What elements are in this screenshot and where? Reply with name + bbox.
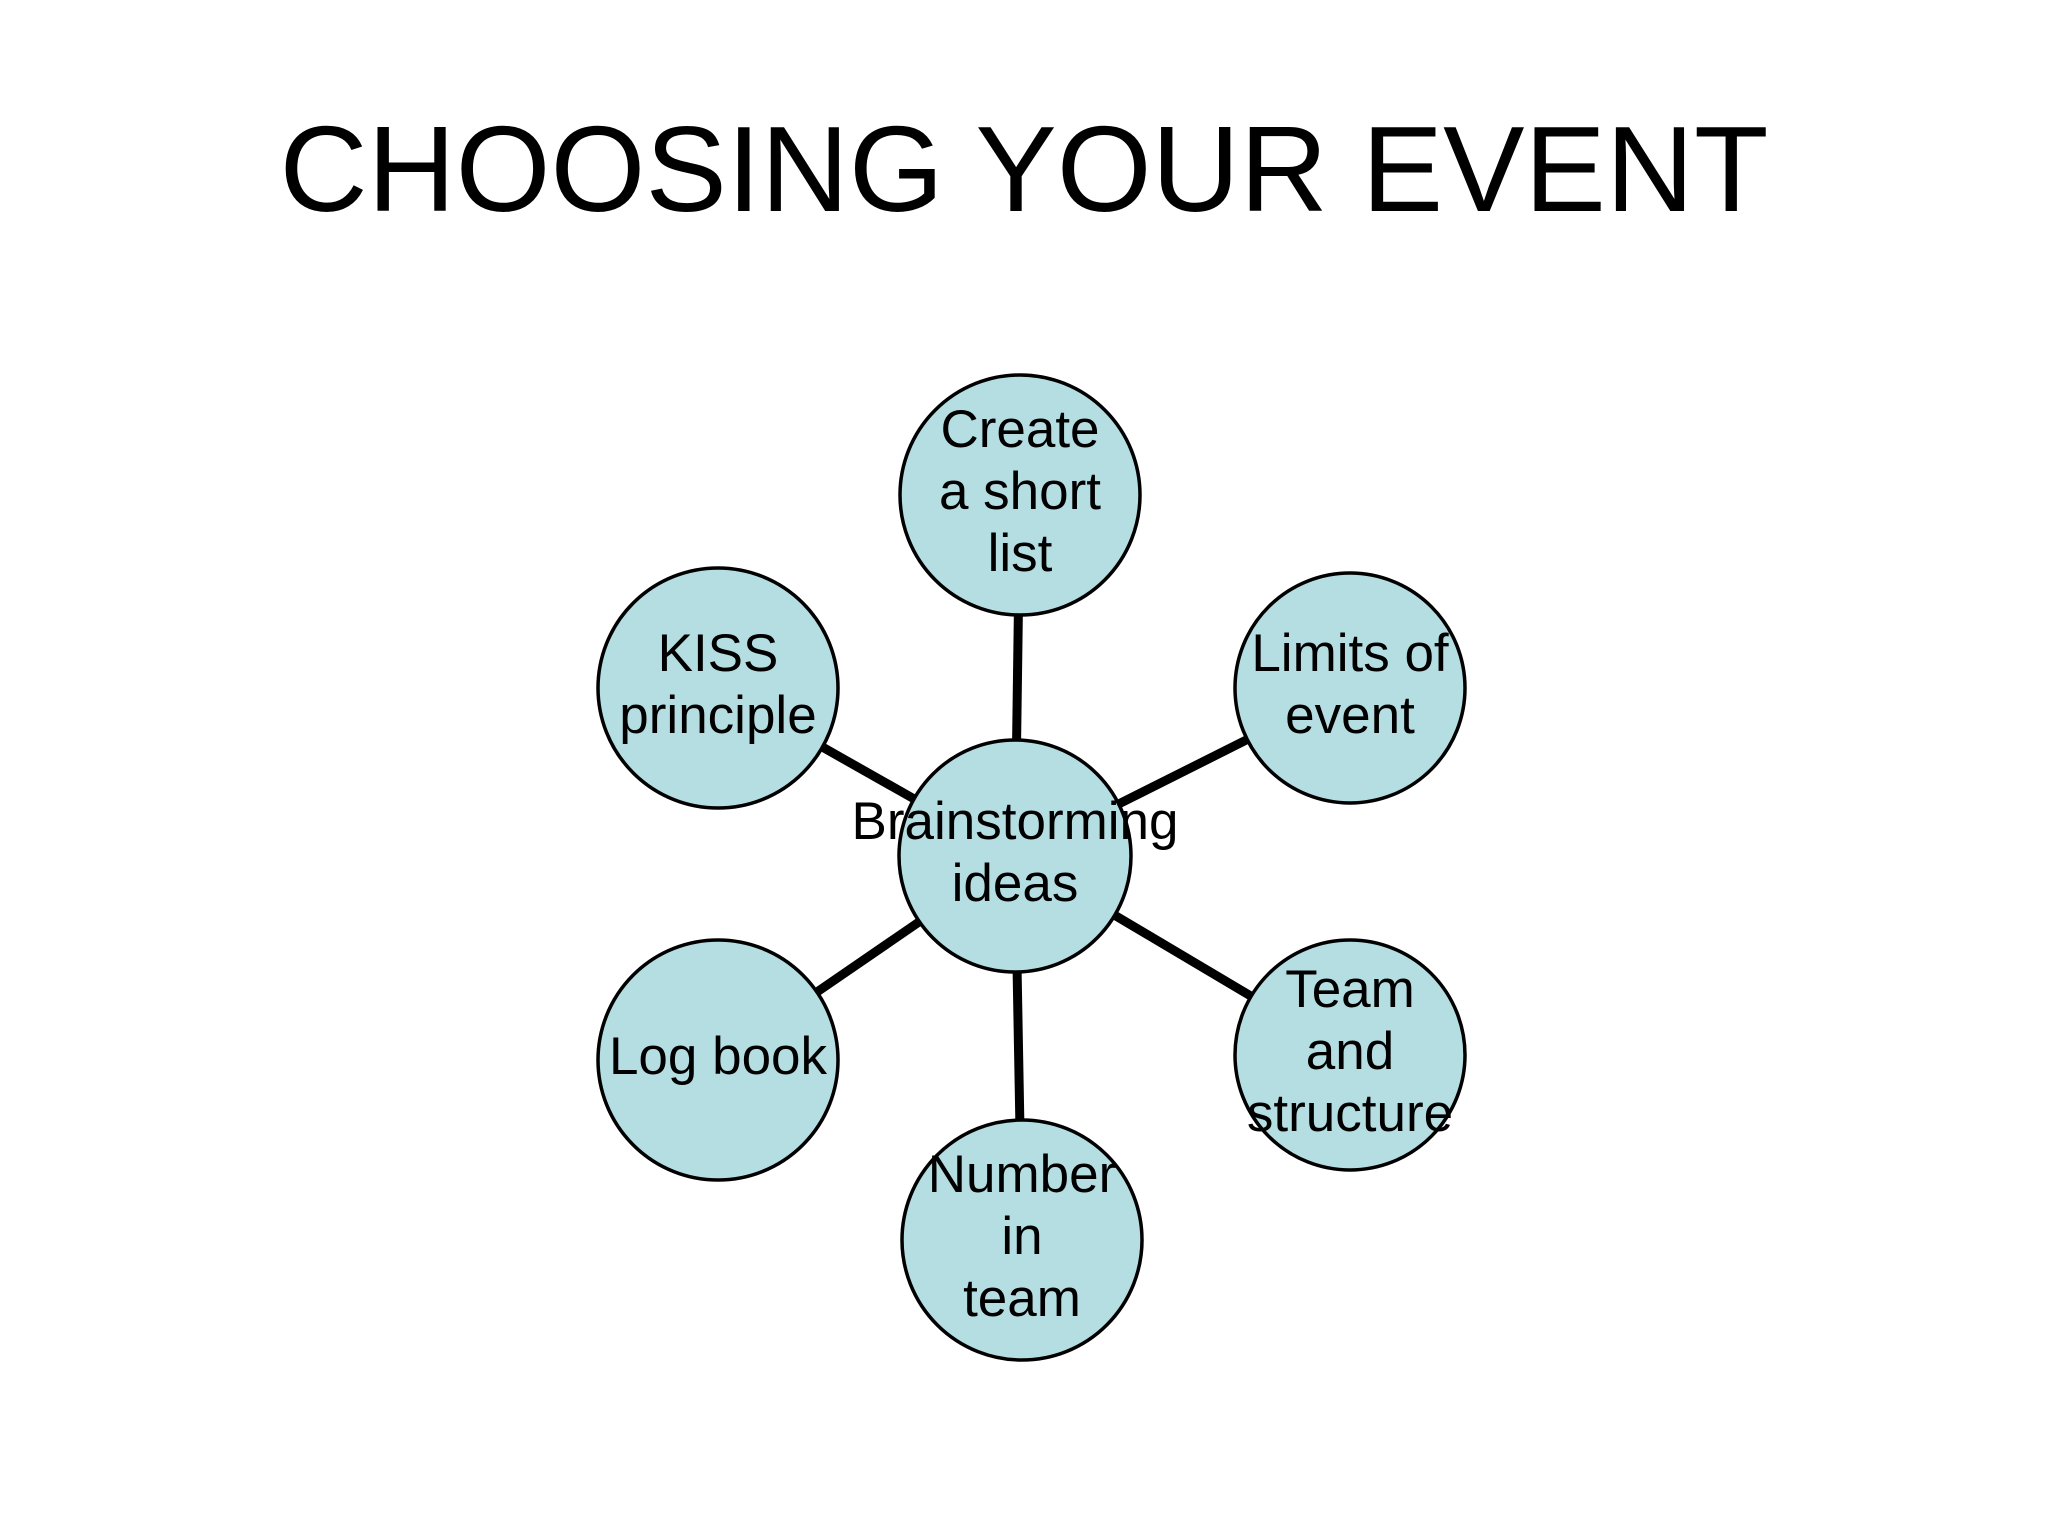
edge-center-to-number-in-team [1012, 969, 1025, 1123]
node-number-in-team-label-line: in [1001, 1207, 1042, 1266]
node-create-a-short-list-label-line: list [988, 524, 1053, 583]
node-limits-of-event-circle[interactable] [1233, 571, 1467, 805]
edge-center-to-team-and-structure [1110, 910, 1256, 1002]
node-log-book-label: Log book [609, 1027, 828, 1086]
node-limits-of-event-label-line: Limits of [1251, 624, 1449, 683]
edge-group [812, 612, 1256, 1123]
node-number-in-team-circle[interactable] [900, 1118, 1144, 1362]
node-create-a-short-list-label-line: Create [940, 400, 1099, 459]
edge-center-to-create-a-short-list [1012, 612, 1023, 743]
node-number-in-team-label-line: team [963, 1269, 1081, 1328]
node-team-and-structure-label-line: Team [1285, 960, 1415, 1019]
node-team-and-structure-label-line: and [1306, 1022, 1394, 1081]
node-create-a-short-list-circle[interactable] [898, 373, 1142, 617]
node-kiss-principle-circle[interactable] [596, 566, 840, 810]
center-node-circle[interactable] [897, 738, 1133, 974]
node-team-and-structure-circle[interactable] [1233, 938, 1467, 1172]
page-title: CHOOSING YOUR EVENT [279, 101, 1769, 237]
center-node-label-line: Brainstorming [852, 792, 1179, 851]
node-limits-of-event-label-line: event [1285, 686, 1415, 745]
node-log-book-label-line: Log book [609, 1027, 828, 1086]
node-log-book-circle[interactable] [596, 938, 840, 1182]
node-create-a-short-list-label-line: a short [939, 462, 1101, 521]
edge-center-to-limits-of-event [1114, 734, 1252, 809]
node-number-in-team-label-line: Number [928, 1145, 1117, 1204]
node-kiss-principle-label-line: principle [619, 686, 816, 745]
edge-center-to-log-book [812, 916, 924, 997]
node-kiss-principle-label-line: KISS [658, 624, 779, 683]
node-team-and-structure-label-line: structure [1247, 1084, 1453, 1143]
center-node-label-line: ideas [952, 854, 1079, 913]
node-log-book[interactable]: Log book [596, 938, 840, 1182]
edge-center-to-kiss-principle [818, 742, 918, 804]
